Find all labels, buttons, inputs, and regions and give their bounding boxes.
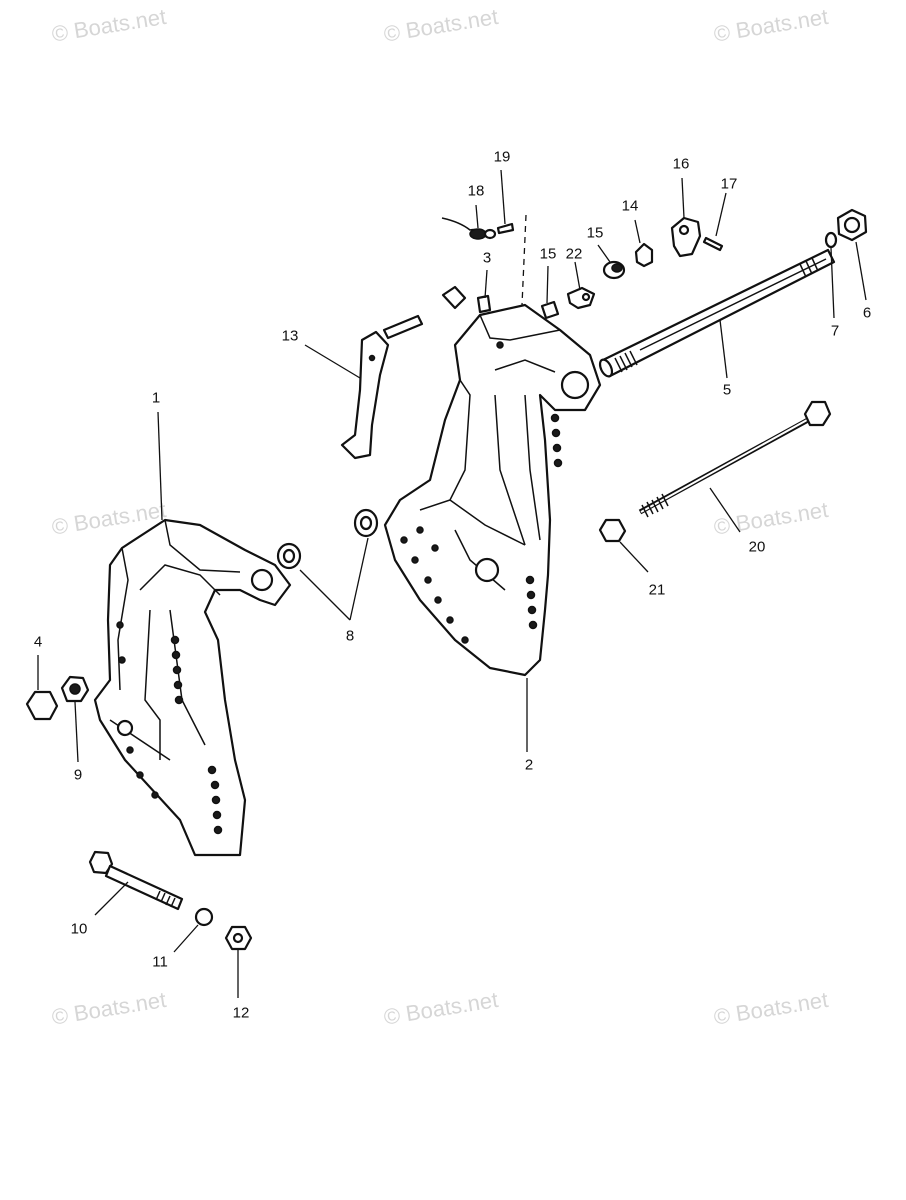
part-5-tilt-tube bbox=[598, 248, 836, 378]
callout-6: 6 bbox=[862, 304, 872, 322]
part-6-nut bbox=[836, 208, 868, 242]
callout-11: 11 bbox=[152, 953, 168, 971]
part-15-bushing-upper bbox=[602, 260, 626, 280]
callout-16: 16 bbox=[672, 155, 690, 173]
callout-1: 1 bbox=[151, 389, 161, 407]
part-17-pin bbox=[702, 236, 724, 252]
part-15-bushing-lower bbox=[540, 300, 560, 320]
part-1-clamp-bracket bbox=[93, 518, 292, 857]
callout-15-upper: 15 bbox=[586, 224, 604, 242]
part-18-spring bbox=[441, 217, 497, 240]
callout-22: 22 bbox=[565, 245, 583, 263]
part-7-washer bbox=[824, 231, 838, 249]
part-20-bolt bbox=[638, 400, 832, 518]
callout-13: 13 bbox=[281, 327, 299, 345]
callout-14: 14 bbox=[621, 197, 639, 215]
callout-12: 12 bbox=[232, 1004, 250, 1022]
callout-9: 9 bbox=[73, 766, 83, 784]
part-8-washers bbox=[276, 508, 379, 570]
part-2-clamp-bracket bbox=[383, 303, 602, 677]
part-21-nut bbox=[598, 518, 627, 543]
callout-7: 7 bbox=[830, 322, 840, 340]
part-16-link bbox=[670, 216, 702, 258]
callout-18: 18 bbox=[467, 182, 485, 200]
part-14-washer bbox=[634, 242, 654, 268]
part-11-washer bbox=[194, 907, 214, 927]
callout-2: 2 bbox=[524, 756, 534, 774]
callout-21: 21 bbox=[648, 581, 666, 599]
part-9-nut bbox=[60, 675, 90, 703]
callout-15-lower: 15 bbox=[539, 245, 557, 263]
callout-17: 17 bbox=[720, 175, 738, 193]
callout-8: 8 bbox=[345, 627, 355, 645]
part-19-pin bbox=[496, 222, 515, 235]
part-12-nut bbox=[224, 925, 253, 951]
callout-20: 20 bbox=[748, 538, 766, 556]
part-10-bolt bbox=[88, 850, 184, 911]
part-13-tilt-lever bbox=[340, 314, 424, 460]
callout-10: 10 bbox=[70, 920, 88, 938]
callout-5: 5 bbox=[722, 381, 732, 399]
callout-19: 19 bbox=[493, 148, 511, 166]
part-3-grease-fitting bbox=[441, 285, 492, 314]
part-19-guide-line bbox=[521, 214, 527, 306]
callout-4: 4 bbox=[33, 633, 43, 651]
callout-3: 3 bbox=[482, 249, 492, 267]
part-22-clip bbox=[566, 286, 596, 310]
leader-lines bbox=[37, 169, 867, 998]
part-4-nut bbox=[25, 690, 59, 721]
